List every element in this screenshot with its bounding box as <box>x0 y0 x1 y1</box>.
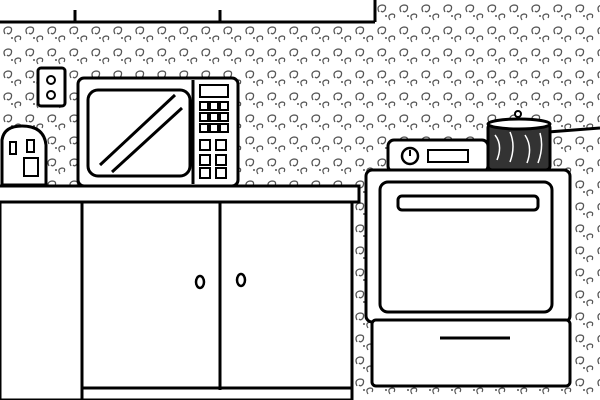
cabinet-knob-icon[interactable] <box>194 274 206 290</box>
stove <box>364 138 572 388</box>
stove-drawer[interactable] <box>370 318 572 388</box>
cabinet-knob-icon[interactable] <box>235 272 247 288</box>
toaster-icon <box>0 124 48 187</box>
microwave[interactable] <box>76 76 240 188</box>
countertop <box>0 184 361 204</box>
wall-outlet-icon <box>36 66 67 108</box>
oven-handle[interactable] <box>396 194 540 212</box>
microwave-keypad[interactable] <box>199 101 229 179</box>
cabinet <box>0 184 361 400</box>
oven-door[interactable] <box>378 180 554 314</box>
saucepan-icon <box>486 110 600 172</box>
